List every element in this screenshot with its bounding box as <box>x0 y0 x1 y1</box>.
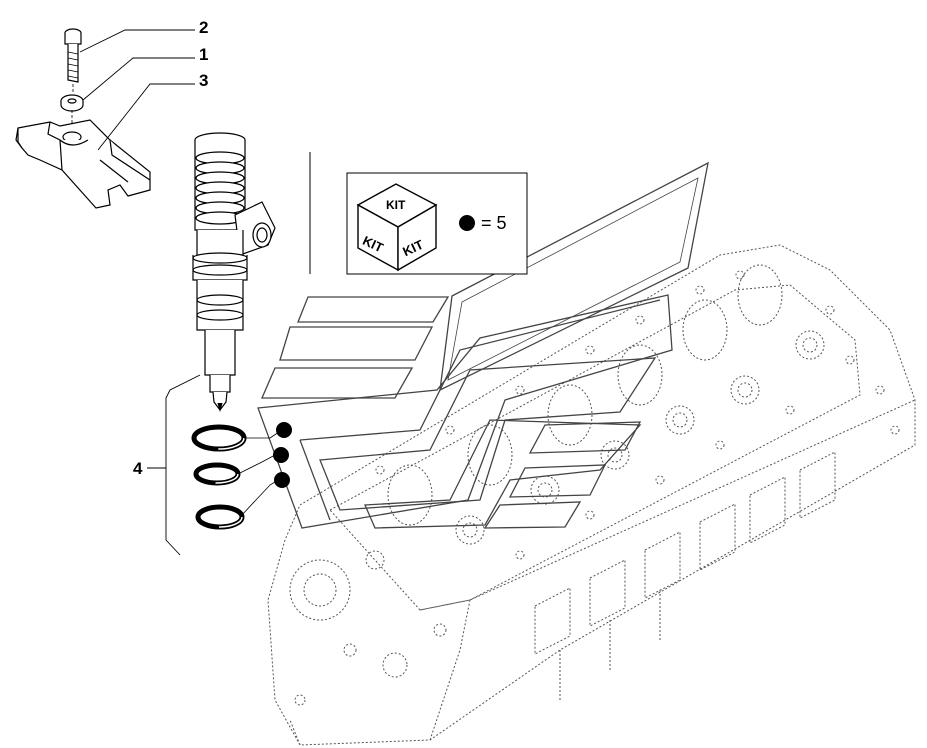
intake-gasket-2 <box>364 419 642 529</box>
intake-gasket-5 <box>483 501 582 529</box>
kit-legend: KIT KIT KIT = 5 <box>309 152 528 275</box>
injector-washer <box>60 94 84 112</box>
seal-ring-1 <box>191 424 247 452</box>
kit-bullet-icon <box>274 472 290 488</box>
injector-screw <box>64 28 82 83</box>
seal-kit-bullets <box>237 422 292 518</box>
kit-face-top-label: KIT <box>386 198 406 212</box>
callout-washer: 1 <box>199 45 208 64</box>
intake-gasket-1 <box>319 357 657 511</box>
kit-bullet-icon <box>276 422 292 438</box>
kit-bullet-icon <box>273 447 289 463</box>
manifold-gasket <box>257 294 673 529</box>
seal-ring-3 <box>195 504 245 530</box>
plate-gasket-1 <box>297 296 450 323</box>
gasket-set <box>257 161 709 529</box>
kit-quantity-label: = 5 <box>481 213 507 233</box>
kit-bullet-icon <box>459 215 475 231</box>
leader-lines <box>79 29 201 556</box>
callout-screw: 2 <box>199 18 208 37</box>
plate-gasket-2 <box>279 326 434 361</box>
callout-bracket: 3 <box>199 71 208 90</box>
fuel-injector <box>192 132 276 413</box>
cylinder-head-outline <box>267 244 916 746</box>
kit-cube-icon <box>356 183 438 272</box>
plate-gasket-3 <box>261 367 414 399</box>
callout-seal-kit: 4 <box>133 459 143 478</box>
injector-clamp-bracket <box>15 119 151 209</box>
seal-ring-2 <box>193 462 241 486</box>
cover-gasket <box>439 161 709 392</box>
intake-gasket-3 <box>528 421 642 454</box>
intake-gasket-4 <box>508 464 607 498</box>
